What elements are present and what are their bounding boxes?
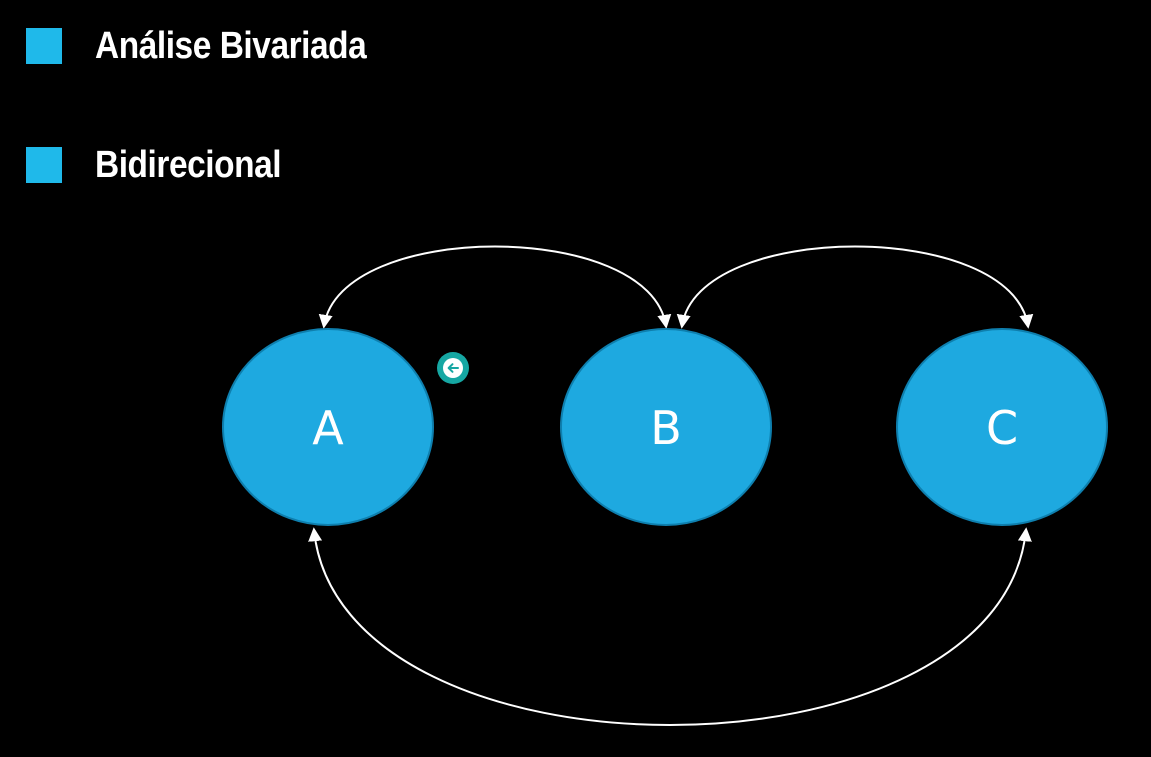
bullet-item-2: Bidirecional bbox=[26, 140, 307, 190]
bullet-item-1: Análise Bivariada bbox=[26, 21, 403, 71]
cursor-indicator bbox=[437, 352, 469, 384]
node-b: B bbox=[560, 328, 772, 526]
arrow-left-icon bbox=[443, 358, 463, 378]
node-c: C bbox=[896, 328, 1108, 526]
node-a: A bbox=[222, 328, 434, 526]
bullet-text-1: Análise Bivariada bbox=[95, 24, 367, 67]
arrow-a-b bbox=[318, 245, 672, 329]
node-c-label: C bbox=[986, 401, 1018, 455]
arrow-a-c bbox=[308, 527, 1032, 726]
bullet-square-icon bbox=[26, 28, 62, 64]
bullet-text-2: Bidirecional bbox=[95, 143, 282, 186]
node-b-label: B bbox=[650, 401, 682, 455]
node-a-label: A bbox=[312, 401, 344, 455]
bullet-square-icon bbox=[26, 147, 62, 183]
arrow-b-c bbox=[676, 245, 1034, 329]
